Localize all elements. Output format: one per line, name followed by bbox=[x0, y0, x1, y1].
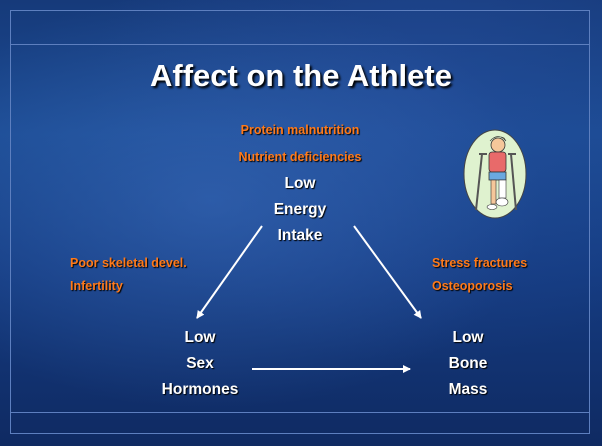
node-line: Mass bbox=[448, 381, 488, 398]
node-line: Low bbox=[452, 329, 484, 346]
top-factor-2: Nutrient deficiencies bbox=[238, 150, 362, 164]
top-factor-1: Protein malnutrition bbox=[240, 123, 360, 137]
frame-top-rule bbox=[10, 44, 590, 45]
right-factor-2: Osteoporosis bbox=[432, 279, 513, 293]
arrow-energy-to-hormones bbox=[196, 225, 263, 319]
node-line: Intake bbox=[277, 227, 323, 244]
node-line: Hormones bbox=[161, 381, 239, 398]
node-line: Low bbox=[284, 175, 316, 192]
node-low-sex-hormones: Low Sex Hormones bbox=[140, 325, 260, 403]
left-factor-2: Infertility bbox=[70, 279, 123, 293]
left-factor-1: Poor skeletal devel. bbox=[70, 256, 187, 270]
slide-title: Affect on the Athlete bbox=[150, 58, 452, 93]
arrow-energy-to-bone bbox=[353, 225, 422, 319]
slide-frame bbox=[10, 10, 590, 434]
node-line: Energy bbox=[273, 201, 327, 218]
node-line: Sex bbox=[186, 355, 214, 372]
node-line: Low bbox=[184, 329, 216, 346]
node-low-energy-intake: Low Energy Intake bbox=[250, 171, 350, 249]
right-factor-1: Stress fractures bbox=[432, 256, 528, 270]
frame-bottom-rule bbox=[10, 412, 590, 413]
node-line: Bone bbox=[448, 355, 488, 372]
node-low-bone-mass: Low Bone Mass bbox=[418, 325, 518, 403]
athlete-on-crutches-icon bbox=[463, 129, 527, 219]
